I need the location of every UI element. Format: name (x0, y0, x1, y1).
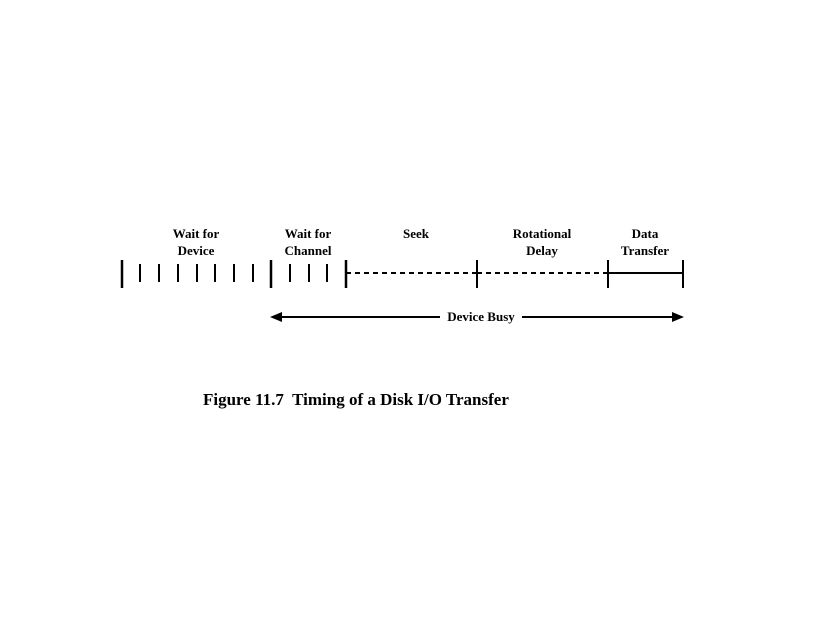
wait-channel-segment (269, 260, 328, 288)
label-wait-device-line2: Device (178, 243, 215, 258)
label-wait-device-line1: Wait for (173, 226, 220, 241)
arrow-left-icon (270, 312, 282, 322)
label-transfer-line2: Transfer (621, 243, 669, 258)
label-wait-channel-line1: Wait for (285, 226, 332, 241)
wait-device-segment (120, 260, 254, 288)
timeline (120, 260, 684, 288)
seek-segment (344, 260, 477, 288)
arrow-right-icon (672, 312, 684, 322)
transfer-segment (607, 260, 684, 288)
label-transfer-line1: Data (632, 226, 659, 241)
label-rotational-line1: Rotational (513, 226, 572, 241)
rotational-segment (476, 260, 608, 288)
figure-caption: Figure 11.7 Timing of a Disk I/O Transfe… (203, 390, 509, 409)
device-busy-label: Device Busy (447, 309, 515, 324)
phase-labels: Wait for Device Wait for Channel Seek Ro… (173, 226, 670, 258)
label-seek: Seek (403, 226, 430, 241)
label-rotational-line2: Delay (526, 243, 558, 258)
device-busy-arrow: Device Busy (270, 309, 684, 324)
label-wait-channel-line2: Channel (285, 243, 332, 258)
